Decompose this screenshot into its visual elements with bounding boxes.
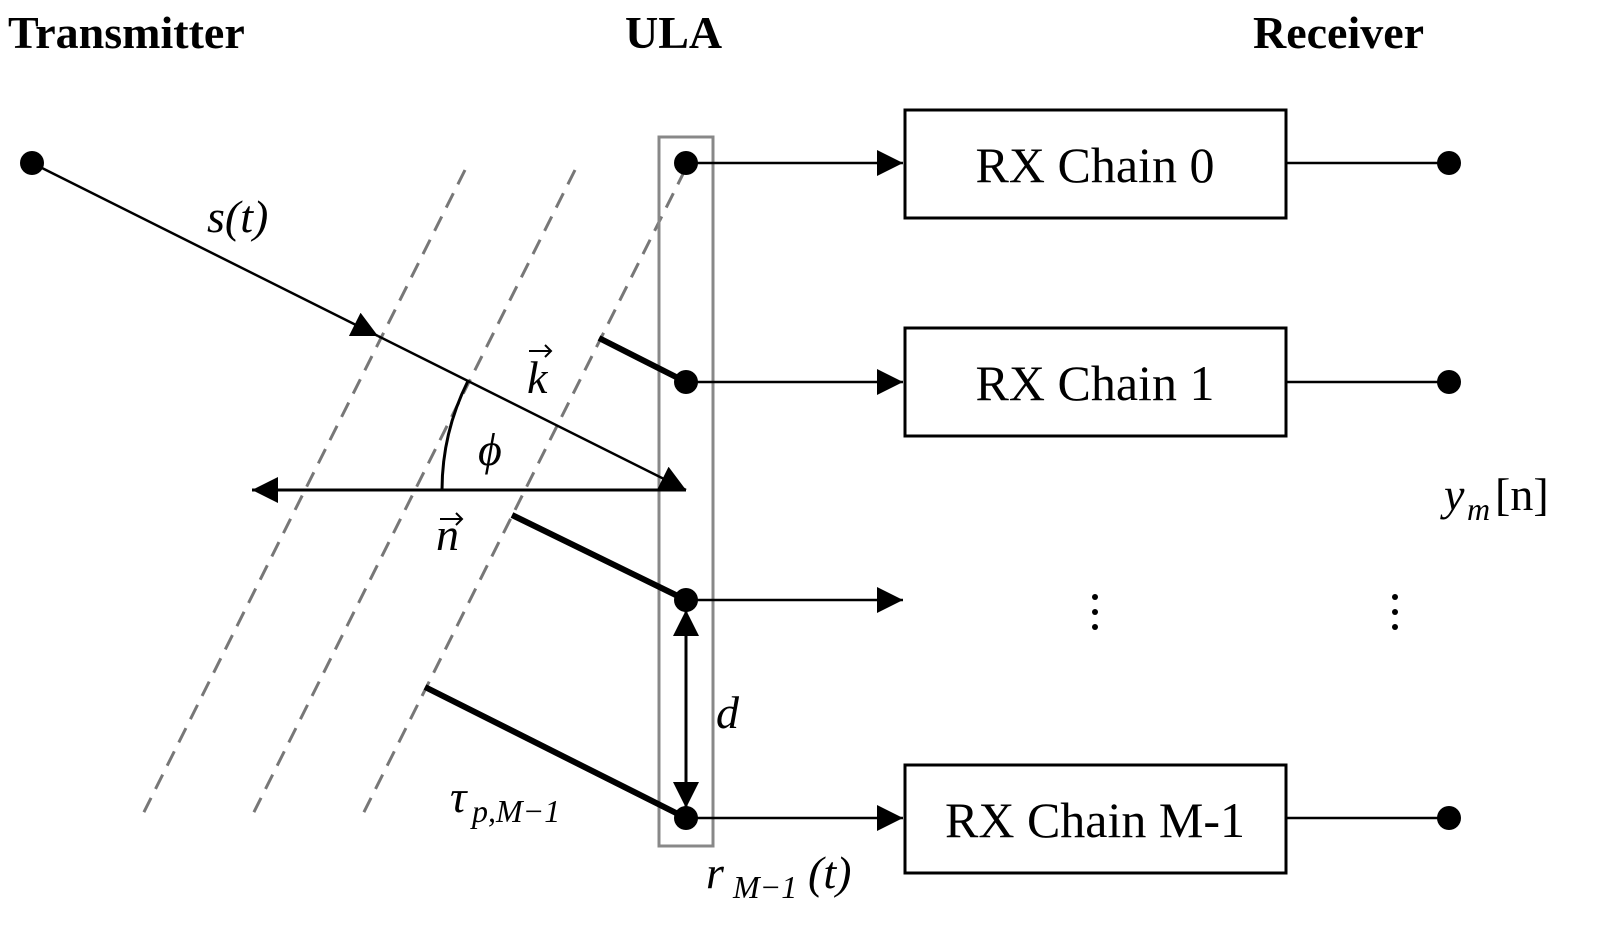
wavefront-1 (138, 169, 467, 821)
delay-path-1 (597, 335, 688, 385)
rx-chain-label: RX Chain M-1 (945, 792, 1245, 848)
wavefront-3 (358, 169, 687, 821)
output-lines (1286, 161, 1449, 820)
wavefront-2 (248, 169, 577, 821)
signal-label: s(t) (207, 191, 268, 242)
wavefronts (138, 169, 687, 821)
received-signal-label: r M−1 (t) (706, 847, 851, 905)
svg-text:(t): (t) (808, 847, 851, 898)
vector-arrow-icon (529, 344, 553, 358)
rx-chain-m1: RX Chain M-1 (903, 763, 1288, 875)
angle-arc (440, 380, 470, 491)
vector-arrow-icon (440, 512, 464, 526)
output-signal-label: y m [n] (1440, 469, 1549, 527)
header-ula: ULA (625, 7, 722, 58)
rx-chain-box (903, 763, 1288, 875)
output-node-0 (1437, 151, 1461, 175)
svg-text:k: k (527, 352, 549, 403)
rx-feed-lines (686, 150, 903, 831)
rx-chain-label: RX Chain 0 (976, 137, 1215, 193)
rx-chain-1: RX Chain 1 (903, 326, 1288, 438)
svg-text:m: m (1467, 491, 1490, 527)
svg-text:n: n (436, 509, 459, 560)
header-transmitter: Transmitter (8, 7, 245, 58)
ellipsis-rx (1092, 594, 1098, 630)
spacing-label: d (716, 687, 740, 738)
normal-vector-label: n (436, 509, 464, 560)
delay-path-m1 (423, 684, 688, 821)
rx-chain-0: RX Chain 0 (903, 108, 1288, 220)
signal-ray-arrow (31, 161, 379, 338)
svg-text:r: r (706, 847, 725, 898)
delay-paths (423, 335, 688, 821)
svg-text:τ: τ (450, 771, 468, 822)
output-node-m1 (1437, 806, 1461, 830)
svg-text:p,M−1: p,M−1 (470, 793, 560, 829)
angle-label: ϕ (478, 424, 502, 475)
svg-text:M−1: M−1 (732, 869, 797, 905)
rx-chain-label: RX Chain 1 (976, 355, 1215, 411)
svg-text:[n]: [n] (1495, 469, 1549, 520)
delay-path-2 (510, 512, 688, 603)
wave-vector-arrow (377, 334, 687, 492)
rx-chain-box (903, 326, 1288, 438)
header-receiver: Receiver (1253, 7, 1424, 58)
svg-text:y: y (1440, 469, 1465, 520)
ellipsis-output (1392, 594, 1398, 630)
wave-vector-label: k (527, 344, 553, 403)
delay-label: τ p,M−1 (450, 771, 560, 829)
output-node-1 (1437, 370, 1461, 394)
